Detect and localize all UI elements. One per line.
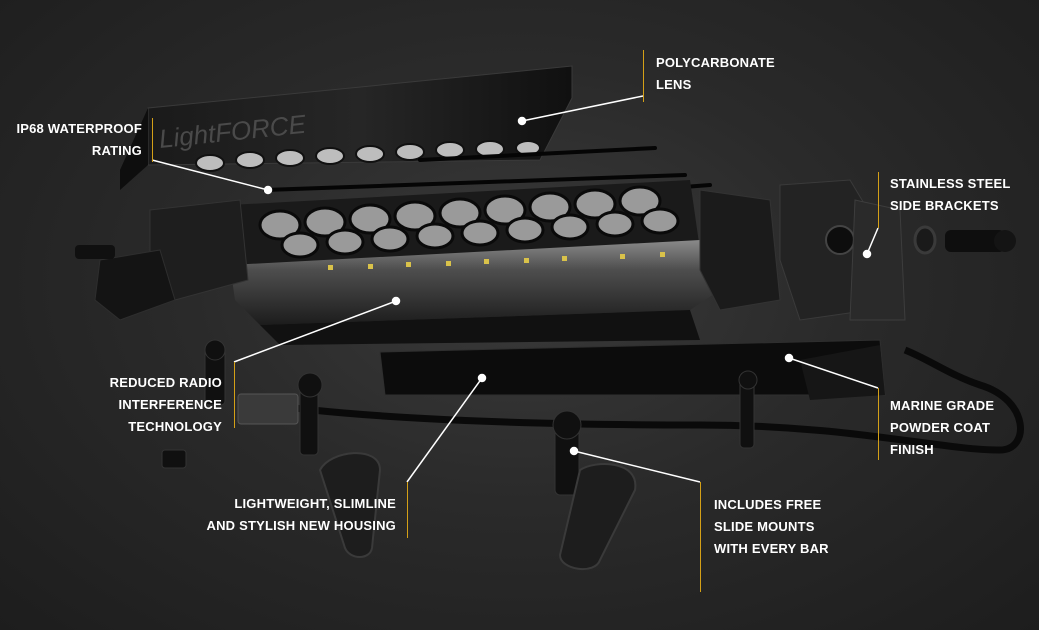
callout-line: SIDE BRACKETS xyxy=(890,198,999,213)
callout-line: SLIDE MOUNTS xyxy=(714,519,815,534)
callout-slide-mounts: INCLUDES FREE SLIDE MOUNTS WITH EVERY BA… xyxy=(714,494,829,560)
callout-line: INTERFERENCE xyxy=(118,397,222,412)
callout-line: REDUCED RADIO xyxy=(109,375,222,390)
callout-line: LENS xyxy=(656,77,692,92)
callout-ip68-rating: IP68 WATERPROOF RATING xyxy=(4,118,142,162)
accent-bar-housing xyxy=(407,482,408,538)
cable-connector xyxy=(237,393,299,425)
callout-line: STAINLESS STEEL xyxy=(890,176,1011,191)
callout-polycarbonate-lens: POLYCARBONATE LENS xyxy=(656,52,775,96)
callout-radio-interference: REDUCED RADIO INTERFERENCE TECHNOLOGY xyxy=(60,372,222,438)
callout-side-brackets: STAINLESS STEEL SIDE BRACKETS xyxy=(890,173,1011,217)
accent-bar-waterproof xyxy=(152,118,153,162)
callout-line: IP68 WATERPROOF xyxy=(16,121,142,136)
callout-line: TECHNOLOGY xyxy=(128,419,222,434)
callout-line: MARINE GRADE xyxy=(890,398,995,413)
mounting-bolts xyxy=(161,339,758,496)
accent-bar-lens xyxy=(643,50,644,102)
callout-line: POLYCARBONATE xyxy=(656,55,775,70)
led-housing xyxy=(230,240,720,345)
callout-line: INCLUDES FREE xyxy=(714,497,822,512)
leader-lines xyxy=(151,95,879,483)
lens-panel: LightFORCE xyxy=(120,65,573,190)
callout-line: AND STYLISH NEW HOUSING xyxy=(206,518,396,533)
right-bracket xyxy=(699,179,1016,321)
callout-line: WITH EVERY BAR xyxy=(714,541,829,556)
left-bracket xyxy=(75,199,249,321)
accent-bar-brackets xyxy=(878,172,879,228)
callout-line: POWDER COAT xyxy=(890,420,991,435)
accent-bar-radio xyxy=(234,362,235,428)
callout-powder-coat: MARINE GRADE POWDER COAT FINISH xyxy=(890,395,994,461)
mounting-rail xyxy=(379,339,886,400)
callout-line: RATING xyxy=(91,143,142,158)
callout-line: FINISH xyxy=(890,442,934,457)
callout-housing: LIGHTWEIGHT, SLIMLINE AND STYLISH NEW HO… xyxy=(190,493,396,537)
power-cable xyxy=(239,346,1024,454)
callout-line: LIGHTWEIGHT, SLIMLINE xyxy=(234,496,396,511)
accent-bar-mounts xyxy=(700,482,701,592)
lens-reflectors xyxy=(195,140,541,172)
slide-mounts xyxy=(318,452,637,571)
led-chips xyxy=(328,252,665,270)
accent-bar-coating xyxy=(878,388,879,460)
